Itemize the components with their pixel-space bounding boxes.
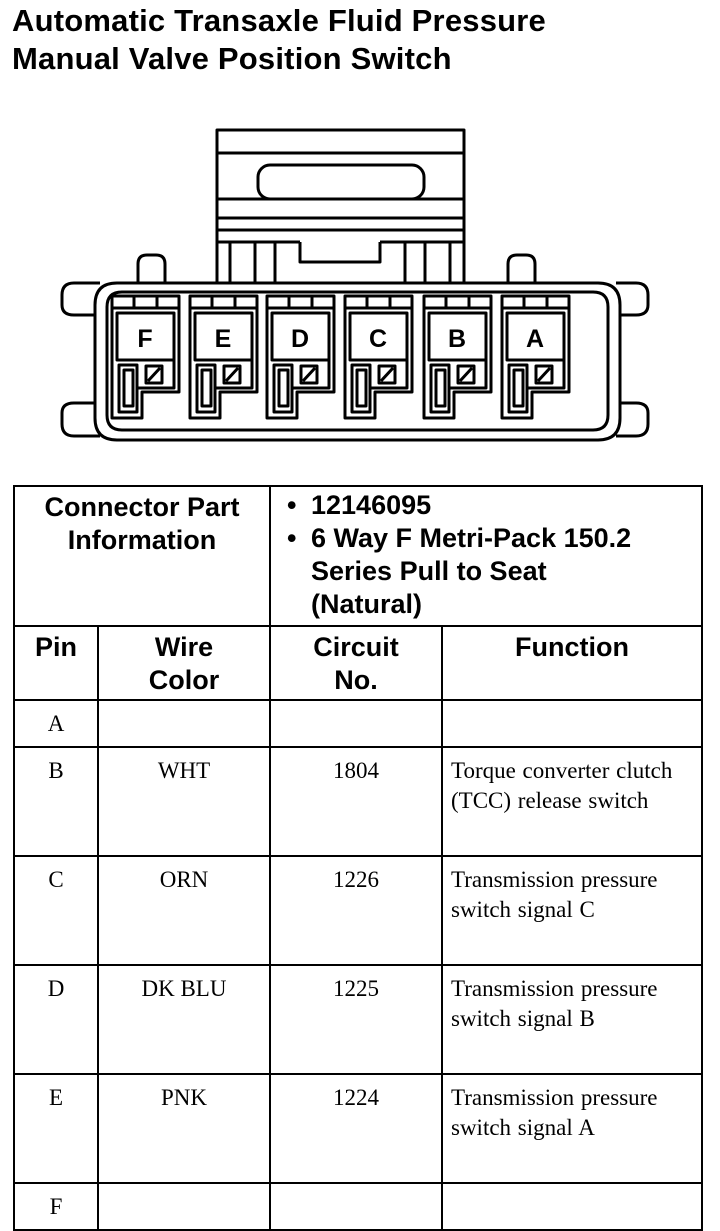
header-pin: Pin [13,625,99,701]
circuit-cell [269,1182,443,1231]
header-wire-color: Wire Color [97,625,271,701]
wire-color-cell: DK BLU [97,964,271,1075]
connector-info-row: Connector Part Information 12146095 6 Wa… [13,485,703,627]
wire-color-cell [97,1182,271,1231]
left-ear-lower [60,401,100,438]
wire-color-cell: ORN [97,855,271,966]
connector-info-value: 12146095 6 Way F Metri-Pack 150.2 Series… [269,485,703,627]
cavity-label-d: D [291,325,309,353]
cavity-label-f: F [137,325,152,353]
connector-table: Connector Part Information 12146095 6 Wa… [13,485,703,1231]
latch-window [256,163,426,201]
cavity-a [500,294,571,420]
pin-cell: D [13,964,99,1075]
function-cell: Transmission pressure switch signal B [441,964,703,1075]
cavity-label-a: A [526,325,544,353]
pin-cell: F [13,1182,99,1231]
pin-cell: B [13,746,99,857]
function-cell [441,1182,703,1231]
connector-body [93,281,622,442]
part-number: 12146095 [287,489,695,522]
page-title: Automatic Transaxle Fluid Pressure Manua… [12,2,712,78]
right-ear-upper [616,281,650,317]
title-line-1: Automatic Transaxle Fluid Pressure [12,3,546,38]
wire-color-cell: WHT [97,746,271,857]
cavity-d [265,294,336,420]
header-function: Function [441,625,703,701]
table-header-row: Pin Wire Color Circuit No. Function [13,625,703,701]
header-circuit: Circuit No. [269,625,443,701]
circuit-cell: 1804 [269,746,443,857]
circuit-cell: 1226 [269,855,443,966]
title-line-2: Manual Valve Position Switch [12,41,452,76]
function-cell: Torque converter clutch (TCC) release sw… [441,746,703,857]
cavity-f [110,294,181,420]
circuit-cell: 1225 [269,964,443,1075]
function-cell: Transmission pressure switch signal A [441,1073,703,1184]
wire-color-cell: PNK [97,1073,271,1184]
connector-description: 6 Way F Metri-Pack 150.2 Series Pull to … [287,522,695,621]
pin-cell: C [13,855,99,966]
function-cell [441,699,703,748]
table-row: F [13,1182,703,1231]
cavity-c [343,294,414,420]
connector-latch [215,128,466,283]
wire-color-cell [97,699,271,748]
circuit-cell [269,699,443,748]
circuit-cell: 1224 [269,1073,443,1184]
table-row: A [13,699,703,748]
cavity-e [188,294,259,420]
cavity-b [422,294,493,420]
function-cell: Transmission pressure switch signal C [441,855,703,966]
cavity-label-b: B [448,325,466,353]
cavity-label-c: C [369,325,387,353]
left-ear-upper [60,281,100,317]
pin-cell: A [13,699,99,748]
right-ear-lower [616,401,650,438]
pin-cell: E [13,1073,99,1184]
cavity-label-e: E [215,325,232,353]
connector-info-label: Connector Part Information [13,485,271,627]
